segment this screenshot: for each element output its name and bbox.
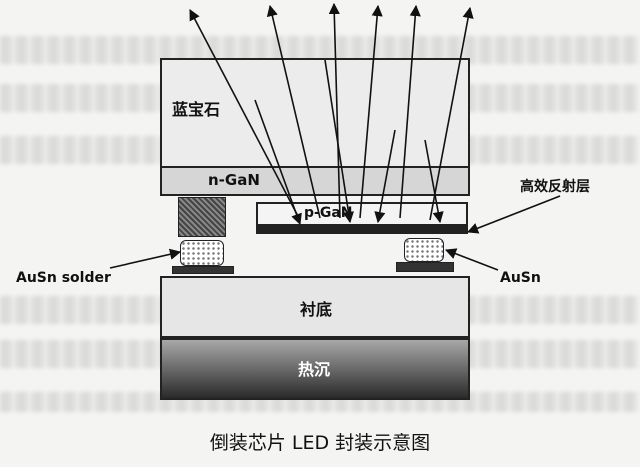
right-solder-bump bbox=[404, 238, 444, 262]
light-ray bbox=[266, 4, 321, 219]
left-bond-pad bbox=[172, 266, 234, 274]
reflector-callout-arrow bbox=[466, 195, 561, 234]
reflected-ray bbox=[254, 99, 302, 226]
substrate-label: 衬底 bbox=[300, 300, 333, 319]
reflected-ray bbox=[374, 129, 396, 224]
sapphire-label: 蓝宝石 bbox=[172, 100, 221, 119]
solder-right-callout-arrow bbox=[444, 248, 499, 271]
solder-left-callout-label: AuSn solder bbox=[16, 270, 111, 286]
heatsink-label: 热沉 bbox=[298, 360, 331, 379]
n-gan-label: n-GaN bbox=[208, 171, 260, 189]
left-contact-pad bbox=[178, 197, 226, 237]
light-ray bbox=[189, 9, 301, 221]
figure-caption: 倒装芯片 LED 封装示意图 bbox=[209, 432, 431, 454]
light-ray bbox=[359, 4, 383, 219]
solder-left-callout-arrow bbox=[109, 248, 182, 269]
light-ray bbox=[399, 4, 421, 219]
reflected-ray bbox=[424, 139, 444, 224]
heatsink-layer bbox=[160, 338, 470, 400]
right-bond-pad bbox=[396, 262, 454, 272]
substrate-layer bbox=[160, 276, 470, 338]
solder-right-callout-label: AuSn bbox=[500, 270, 541, 286]
left-solder-bump bbox=[180, 240, 224, 266]
reflected-ray bbox=[324, 59, 354, 224]
sapphire-layer bbox=[160, 58, 470, 168]
reflector-callout-label: 高效反射层 bbox=[520, 179, 590, 195]
light-ray bbox=[328, 2, 341, 219]
light-ray bbox=[429, 6, 474, 221]
